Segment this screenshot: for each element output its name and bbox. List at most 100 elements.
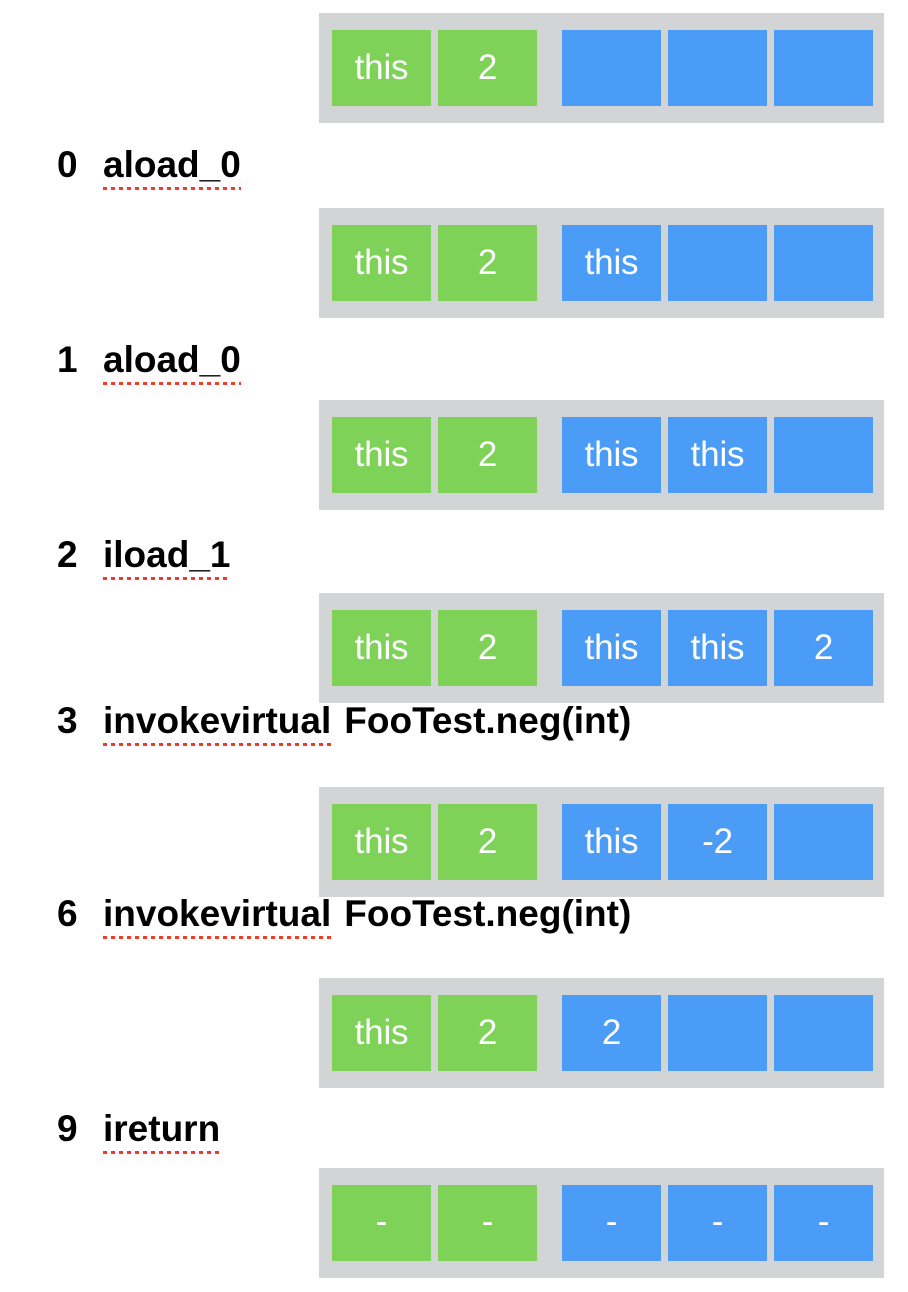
locals-group: this 2	[332, 995, 537, 1071]
stack-group: 2	[562, 995, 873, 1071]
instruction-mnemonic: aload_0	[103, 144, 241, 190]
stack-group: this -2	[562, 804, 873, 880]
stack-slot: this	[668, 610, 767, 686]
frame-diagram: this 2 2	[319, 978, 884, 1088]
locals-slot: this	[332, 417, 431, 493]
instruction-pc: 9	[57, 1108, 78, 1149]
locals-slot-value: 2	[477, 627, 498, 667]
stack-slot-value: -2	[702, 821, 733, 861]
stack-slot-value: this	[584, 627, 639, 667]
locals-slot: 2	[438, 804, 537, 880]
stack-slot: this	[562, 804, 661, 880]
frame-diagram: this 2 this	[319, 208, 884, 318]
locals-slot-value: 2	[477, 47, 498, 87]
locals-group: this 2	[332, 225, 537, 301]
instruction-mnemonic: invokevirtual	[103, 700, 332, 746]
stack-slot-value: 2	[601, 1012, 622, 1052]
locals-group: this 2	[332, 30, 537, 106]
locals-slot: this	[332, 995, 431, 1071]
stack-slot: -	[774, 1185, 873, 1261]
frame-diagram: this 2 this this	[319, 400, 884, 510]
instruction-line: 1 aload_0	[57, 339, 241, 385]
locals-slot: 2	[438, 417, 537, 493]
instruction-pc: 3	[57, 700, 78, 741]
stack-slot	[668, 225, 767, 301]
instruction-mnemonic: aload_0	[103, 339, 241, 385]
stack-slot: this	[562, 417, 661, 493]
stack-slot	[774, 417, 873, 493]
locals-slot-value: this	[354, 434, 409, 474]
locals-slot-value: this	[354, 1012, 409, 1052]
locals-group: - -	[332, 1185, 537, 1261]
instruction-line: 0 aload_0	[57, 144, 241, 190]
instruction-pc: 6	[57, 893, 78, 934]
locals-slot-value: -	[481, 1201, 494, 1241]
stack-slot	[774, 225, 873, 301]
frame-diagram: this 2 this this 2	[319, 593, 884, 703]
locals-slot: 2	[438, 225, 537, 301]
stack-slot	[562, 30, 661, 106]
stack-slot-value: this	[584, 434, 639, 474]
stack-slot: -2	[668, 804, 767, 880]
locals-slot-value: -	[375, 1201, 388, 1241]
instruction-pc: 1	[57, 339, 78, 380]
stack-slot: -	[562, 1185, 661, 1261]
locals-slot: 2	[438, 995, 537, 1071]
stack-group: this this 2	[562, 610, 873, 686]
locals-group: this 2	[332, 804, 537, 880]
locals-slot-value: 2	[477, 1012, 498, 1052]
stack-slot: this	[668, 417, 767, 493]
stack-slot	[668, 995, 767, 1071]
frame-diagram: - - - - -	[319, 1168, 884, 1278]
locals-slot: 2	[438, 30, 537, 106]
stack-slot	[774, 995, 873, 1071]
instruction-operand: FooTest.neg(int)	[344, 700, 632, 741]
stack-slot-value: this	[690, 434, 745, 474]
stack-group: this	[562, 225, 873, 301]
stack-slot-value: this	[584, 242, 639, 282]
locals-slot: this	[332, 225, 431, 301]
stack-slot: -	[668, 1185, 767, 1261]
locals-slot: this	[332, 804, 431, 880]
stack-group: this this	[562, 417, 873, 493]
locals-slot-value: this	[354, 821, 409, 861]
stack-group	[562, 30, 873, 106]
locals-slot-value: 2	[477, 242, 498, 282]
stack-slot: 2	[562, 995, 661, 1071]
locals-slot-value: 2	[477, 434, 498, 474]
stack-slot	[774, 804, 873, 880]
stack-slot-value: this	[584, 821, 639, 861]
instruction-operand: FooTest.neg(int)	[344, 893, 632, 934]
locals-group: this 2	[332, 610, 537, 686]
frame-diagram: this 2	[319, 13, 884, 123]
locals-slot-value: this	[354, 627, 409, 667]
instruction-pc: 2	[57, 534, 78, 575]
instruction-line: 3 invokevirtual FooTest.neg(int)	[57, 700, 632, 746]
stack-slot: this	[562, 610, 661, 686]
locals-slot: this	[332, 610, 431, 686]
stack-slot	[668, 30, 767, 106]
instruction-line: 2 iload_1	[57, 534, 231, 580]
stack-slot	[774, 30, 873, 106]
stack-slot-value: -	[711, 1201, 724, 1241]
instruction-pc: 0	[57, 144, 78, 185]
stack-slot-value: 2	[813, 627, 834, 667]
stack-slot-value: -	[817, 1201, 830, 1241]
stack-slot: 2	[774, 610, 873, 686]
frame-diagram: this 2 this -2	[319, 787, 884, 897]
locals-slot: -	[332, 1185, 431, 1261]
locals-slot: this	[332, 30, 431, 106]
locals-slot: -	[438, 1185, 537, 1261]
locals-group: this 2	[332, 417, 537, 493]
locals-slot: 2	[438, 610, 537, 686]
instruction-mnemonic: ireturn	[103, 1108, 221, 1154]
instruction-mnemonic: iload_1	[103, 534, 231, 580]
stack-group: - - -	[562, 1185, 873, 1261]
instruction-line: 9 ireturn	[57, 1108, 221, 1154]
locals-slot-value: this	[354, 242, 409, 282]
stack-slot-value: this	[690, 627, 745, 667]
locals-slot-value: 2	[477, 821, 498, 861]
stack-slot: this	[562, 225, 661, 301]
